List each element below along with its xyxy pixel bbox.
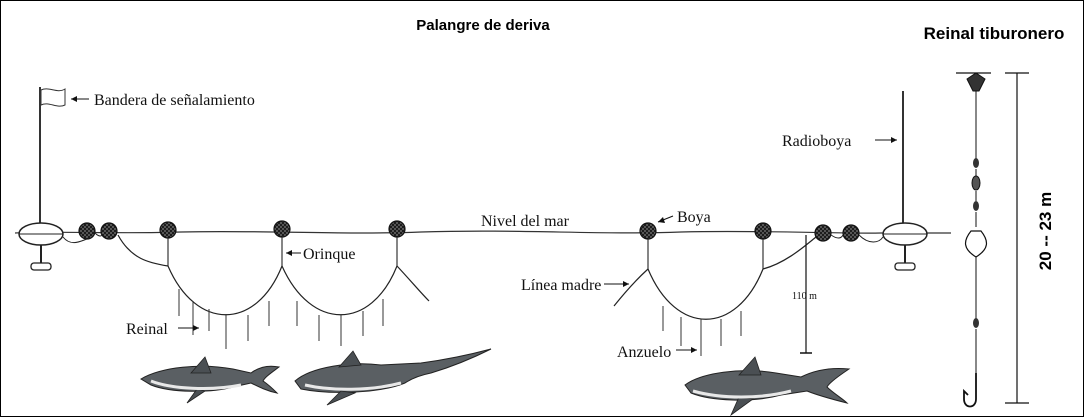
mainline-left	[117, 234, 430, 316]
label-boya: Boya	[677, 209, 711, 226]
buoy-icon	[78, 222, 96, 240]
label-anzuelo: Anzuelo	[617, 344, 671, 361]
depth-marker	[800, 235, 812, 354]
shark-leader-icon	[956, 72, 991, 408]
label-bandera: Bandera de señalamiento	[94, 92, 255, 109]
branch-lines-left	[178, 289, 384, 349]
label-nivel-mar: Nivel del mar	[481, 213, 570, 230]
buoy-icon	[842, 224, 860, 242]
label-orinque: Orinque	[303, 246, 355, 263]
label-depth: 110 m	[792, 291, 817, 302]
float-lines-left	[167, 237, 398, 266]
label-length: 20 -- 23 m	[1036, 192, 1055, 270]
buoy-icon	[100, 222, 118, 240]
signal-flag-icon	[39, 87, 89, 225]
left-float-icon	[18, 222, 64, 271]
right-title: Reinal tiburonero	[924, 24, 1065, 43]
label-reinal: Reinal	[126, 321, 168, 338]
blue-shark-icon	[684, 356, 851, 416]
radio-buoy-icon	[875, 91, 928, 271]
label-linea-madre: Línea madre	[521, 277, 601, 294]
thresher-shark-icon	[140, 356, 281, 404]
buoy-icon	[639, 222, 657, 240]
buoy-icon	[159, 221, 177, 239]
length-dimension	[1005, 72, 1029, 404]
thresher-shark-icon	[294, 348, 492, 406]
mainline-right	[613, 236, 817, 320]
buoy-icon	[814, 224, 832, 242]
float-lines-right	[647, 239, 764, 269]
branch-lines-right	[662, 306, 742, 356]
label-radioboya: Radioboya	[782, 133, 851, 150]
buoy-icon	[754, 222, 772, 240]
diagram-title: Palangre de deriva	[416, 17, 550, 34]
buoy-icon	[273, 220, 291, 238]
sea-level-line	[14, 230, 951, 234]
buoy-icon	[388, 220, 406, 238]
